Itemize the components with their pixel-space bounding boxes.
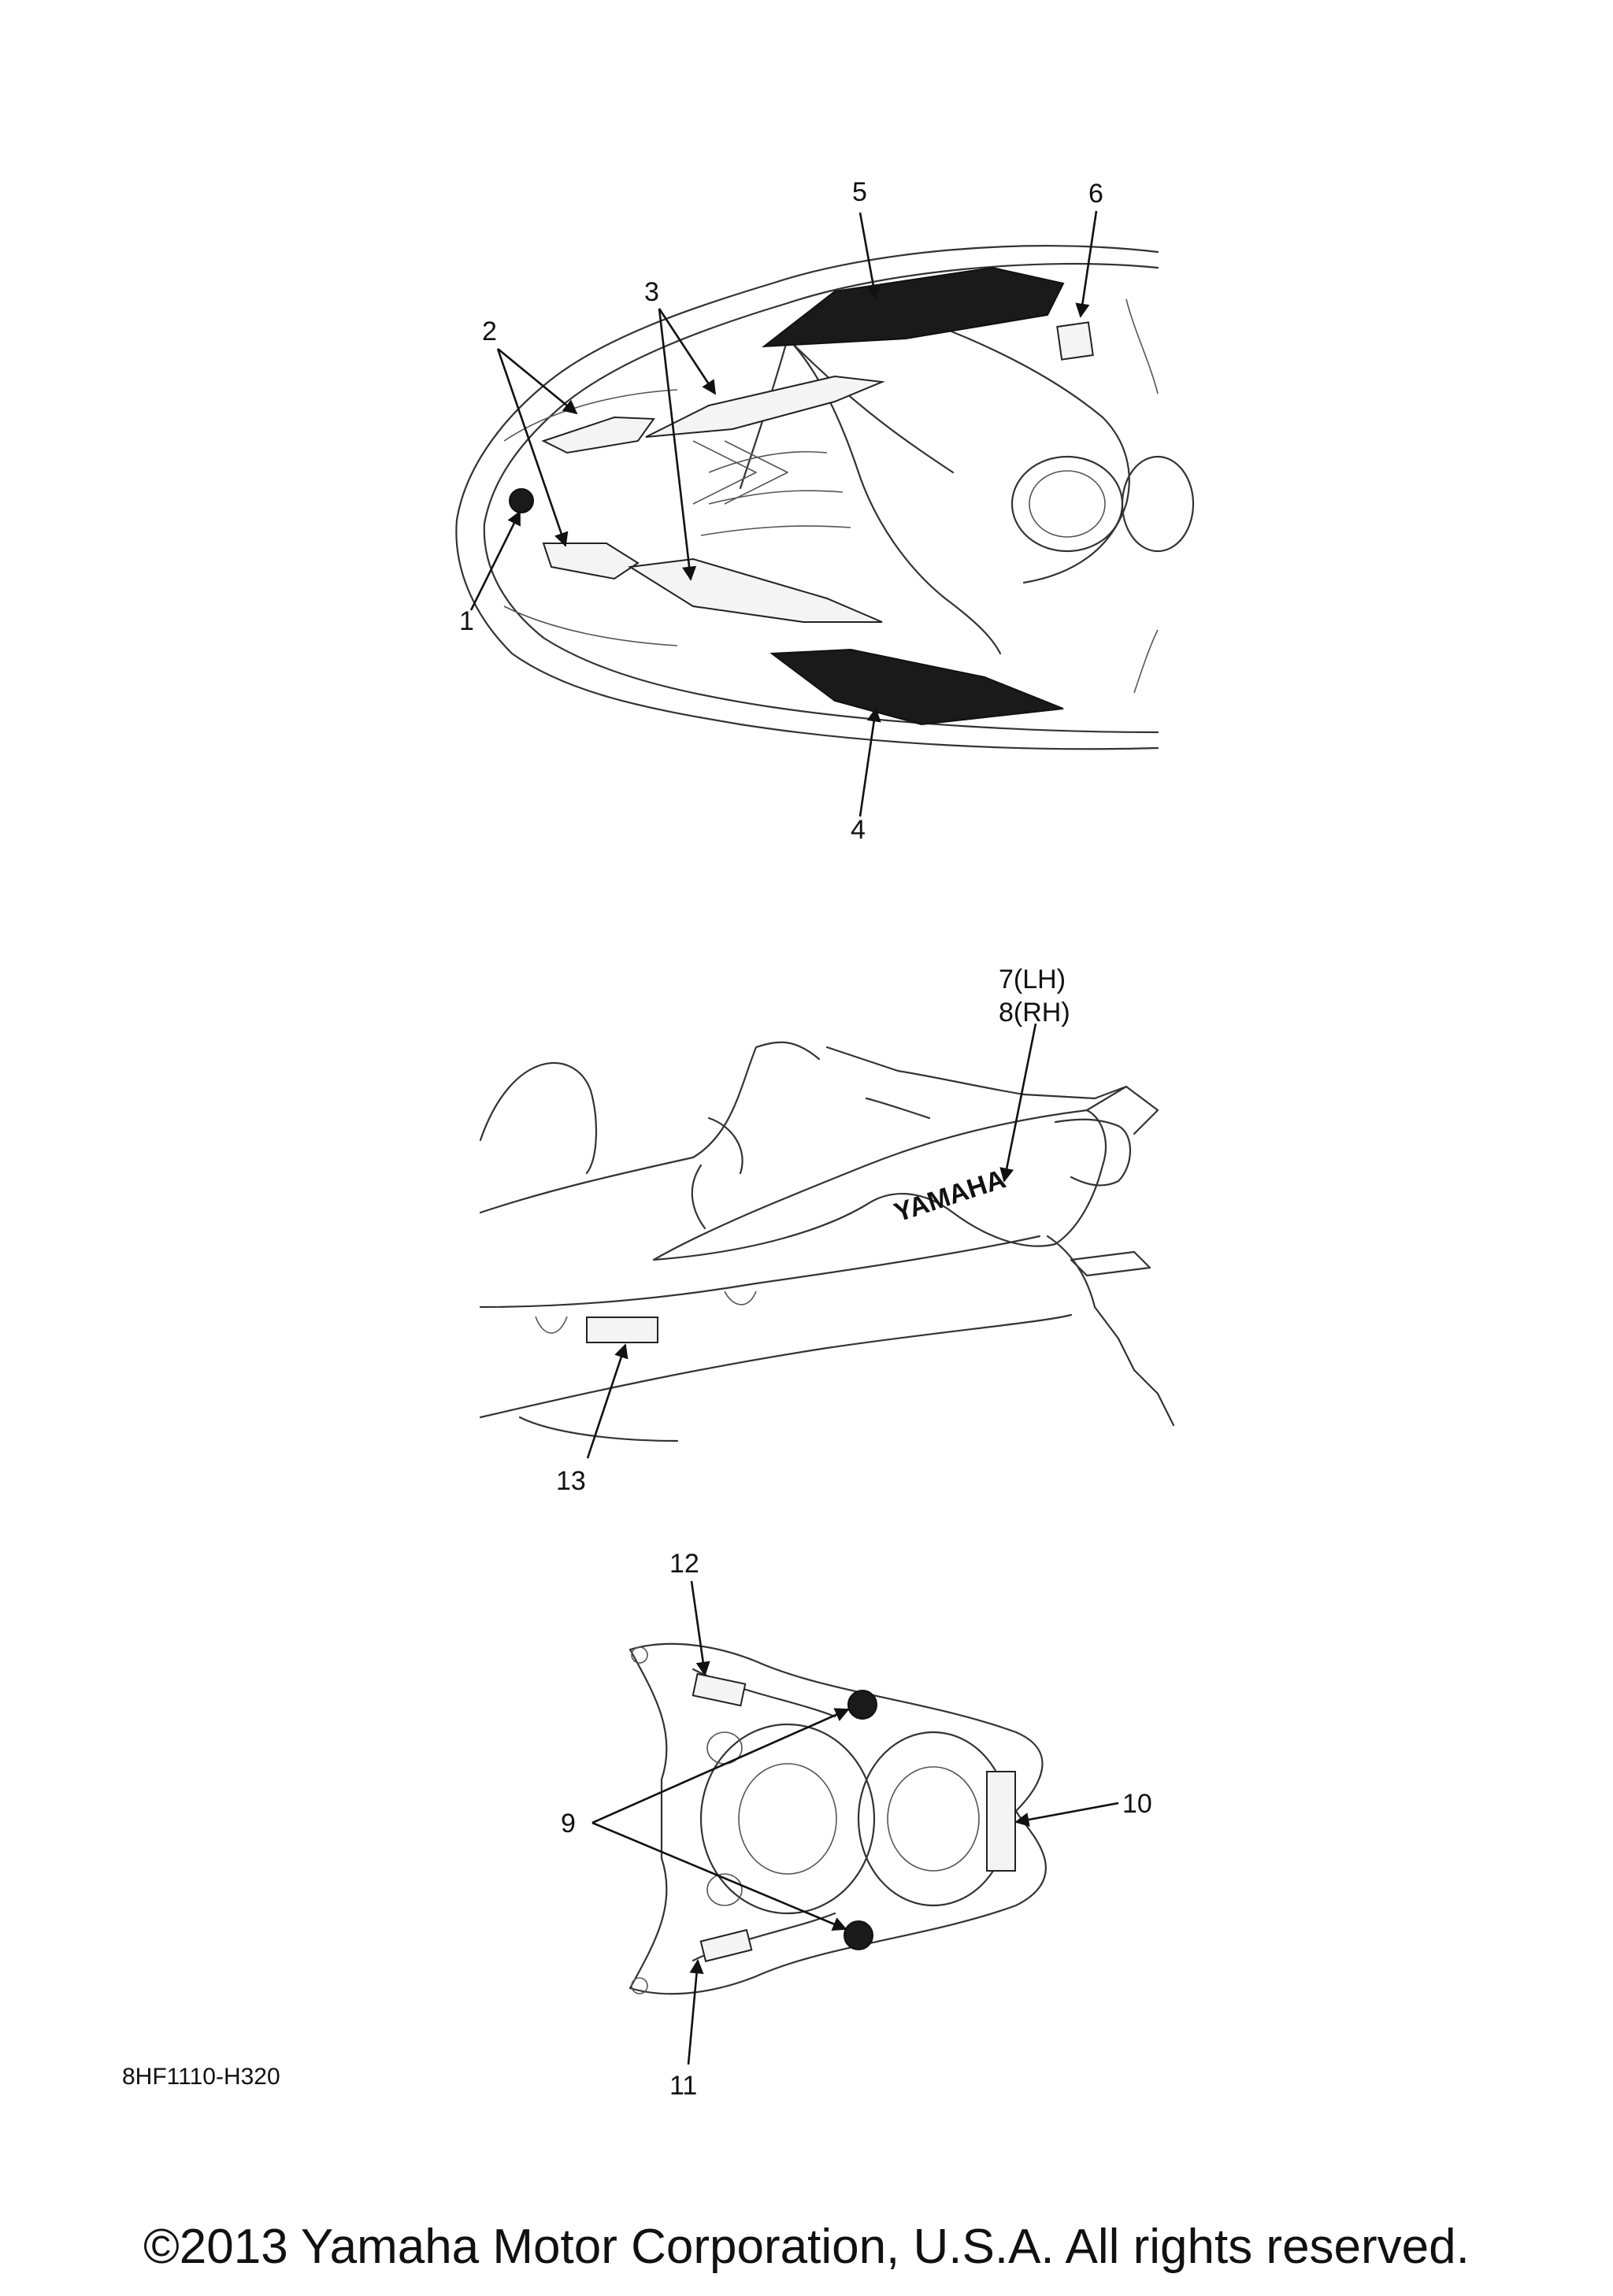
callout-12: 12 [669,1549,699,1579]
callout-4: 4 [851,815,866,845]
callout-2: 2 [482,317,497,346]
label-decal-11 [699,1928,753,1963]
emblem-decal-9-lower [844,1920,873,1950]
diagram-code: 8HF1110-H320 [122,2064,280,2090]
callout-5: 5 [852,177,867,207]
top-view-deck [455,245,1195,750]
graphic-decal-3-lower [628,557,883,623]
graphic-decal-2-upper [541,416,655,454]
label-decal-6 [1056,321,1094,361]
graphic-decal-3-upper [645,375,885,438]
copyright-notice: ©2013 Yamaha Motor Corporation, U.S.A. A… [143,2220,1470,2274]
label-decal-10 [986,1771,1016,1872]
callout-7: 7(LH) [999,965,1066,994]
yamaha-decal-text: YAMAHA [891,1164,1010,1228]
emblem-decal-1 [509,488,534,513]
callout-6: 6 [1088,179,1103,209]
callout-11: 11 [669,2071,697,2101]
callout-13: 13 [556,1466,586,1496]
callout-8: 8(RH) [999,998,1070,1028]
leader-lines [469,210,1119,2065]
side-view-hull: YAMAHA [479,1041,1175,1442]
callout-3: 3 [644,277,659,307]
emblem-decal-9-upper [847,1690,877,1720]
callout-10: 10 [1122,1789,1152,1819]
label-decal-12 [692,1672,747,1707]
graphic-decal-5 [761,266,1065,348]
top-view-seat [629,1642,1047,1995]
callout-9: 9 [561,1809,576,1839]
graphic-decal-2-lower [542,543,640,580]
callout-labels: 1 2 3 4 5 6 7(LH) 8(RH) 9 10 11 12 13 8H… [122,177,1152,2101]
label-decal-13 [586,1316,658,1343]
callout-1: 1 [459,606,474,636]
graphic-decal-4 [769,648,1064,726]
